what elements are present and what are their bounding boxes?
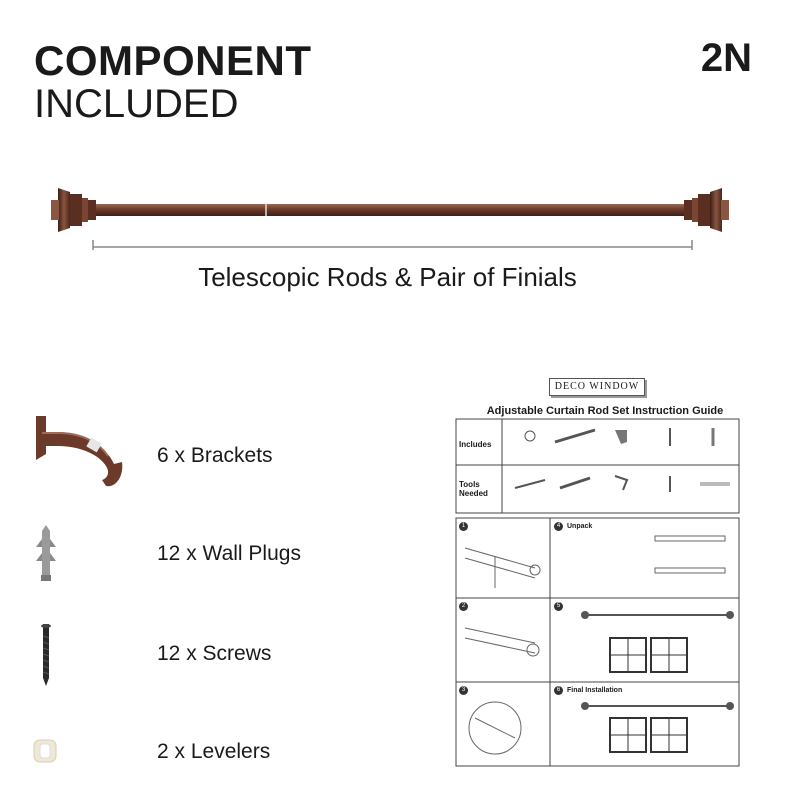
- wall-plug-icon: [34, 525, 58, 590]
- guide-step-4: 4: [554, 522, 563, 531]
- rod-outer: [95, 204, 685, 216]
- guide-step-3: 3: [459, 686, 468, 695]
- right-finial: [684, 188, 729, 232]
- item-wall-plugs: 12 x Wall Plugs: [157, 542, 301, 565]
- guide-step-5: 5: [554, 602, 563, 611]
- left-finial: [51, 188, 96, 232]
- product-code: 2N: [700, 36, 752, 80]
- guide-brand-logo: DECO WINDOW: [549, 378, 645, 396]
- instruction-guide: DECO WINDOW Adjustable Curtain Rod Set I…: [455, 378, 755, 768]
- title-included: INCLUDED: [34, 82, 239, 126]
- title-component: COMPONENT: [34, 37, 312, 84]
- bracket-icon: [28, 410, 128, 500]
- guide-includes-label: Includes: [459, 440, 492, 449]
- guide-step-6: 6: [554, 686, 563, 695]
- item-levelers: 2 x Levelers: [157, 740, 271, 763]
- rod-caption: Telescopic Rods & Pair of Finials: [198, 262, 577, 292]
- guide-tools-label: Tools Needed: [459, 480, 488, 498]
- screw-icon: [38, 624, 54, 691]
- item-screws: 12 x Screws: [157, 642, 272, 665]
- guide-step-2: 2: [459, 602, 468, 611]
- curtain-rod-illustration: [51, 188, 729, 250]
- item-brackets: 6 x Brackets: [157, 444, 273, 467]
- guide-step-1: 1: [459, 522, 468, 531]
- guide-step-4-title: Unpack: [567, 523, 593, 530]
- leveler-icon: [32, 738, 58, 769]
- guide-diagram: [455, 418, 740, 767]
- guide-step-6-title: Final Installation: [567, 687, 623, 694]
- guide-title: Adjustable Curtain Rod Set Instruction G…: [486, 405, 724, 417]
